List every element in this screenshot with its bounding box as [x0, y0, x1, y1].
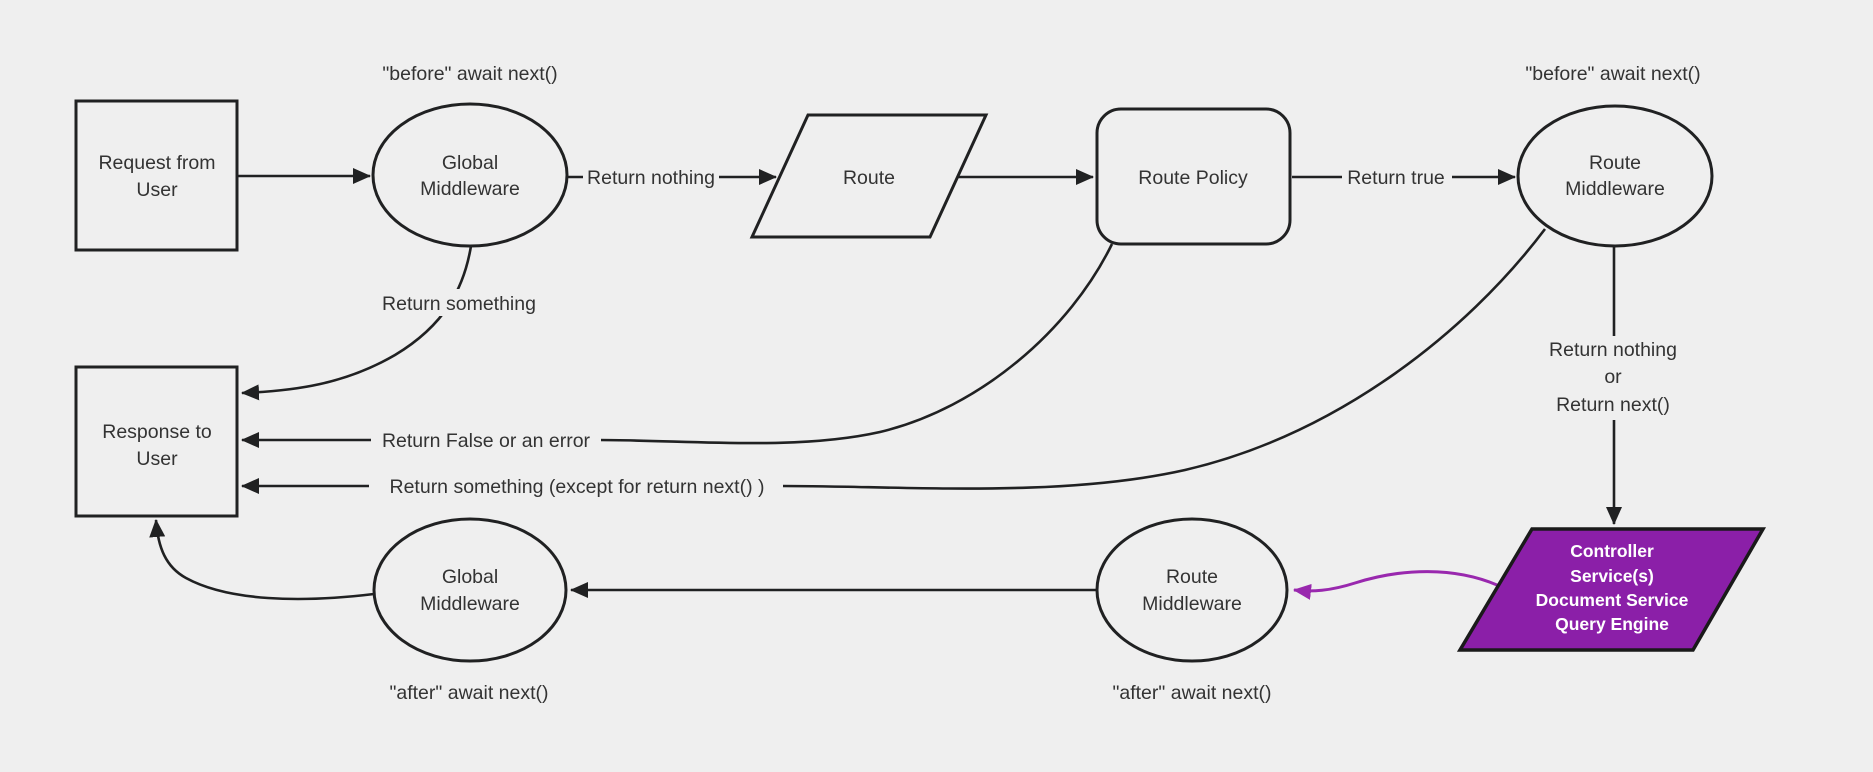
- edge-label-return-true: Return true: [1347, 167, 1445, 189]
- global-middleware-bottom-line2: Middleware: [420, 593, 520, 615]
- controller-line3: Document Service: [1536, 590, 1689, 610]
- node-global-middleware-bottom: Global Middleware: [372, 517, 568, 663]
- edge-label-return-false-error: Return False or an error: [382, 430, 591, 452]
- return-something-bg: [380, 289, 540, 316]
- edge-controller-to-routemw-bottom: [1293, 570, 1498, 600]
- global-middleware-bottom-line1: Global: [442, 566, 498, 588]
- node-response-to-user: Response to User: [74, 365, 239, 518]
- node-global-middleware-top: Global Middleware: [371, 102, 569, 248]
- controller-parallelogram: [1456, 527, 1767, 652]
- request-label-line1: Request from: [98, 152, 215, 174]
- controller-line2: Service(s): [1570, 566, 1654, 586]
- edge-labels: Return nothing Return true Return someth…: [369, 163, 1681, 499]
- return-nothing-or-bg: [1546, 336, 1681, 420]
- edge-label-return-something-except: Return something (except for return next…: [390, 476, 765, 498]
- response-label-line2: User: [136, 448, 178, 470]
- return-nothing-bg: [583, 163, 719, 190]
- route-middleware-bottom-line2: Middleware: [1142, 593, 1242, 615]
- node-route: Route: [749, 113, 989, 239]
- edge-label-return-nothing-or-line1: Return nothing: [1549, 339, 1677, 361]
- edges: [149, 168, 1622, 601]
- edge-globalmw-to-response: [149, 519, 375, 601]
- global-middleware-bottom-ellipse: [372, 517, 568, 663]
- edge-label-return-nothing-or-line3: Return next(): [1556, 394, 1670, 416]
- return-false-bg: [371, 426, 601, 453]
- edge-routemw-return-something-except: [241, 228, 1547, 494]
- annotation-before-route: "before" await next(): [1525, 63, 1700, 85]
- route-label: Route: [843, 167, 895, 189]
- route-middleware-top-ellipse: [1516, 104, 1714, 248]
- node-route-policy: Route Policy: [1095, 107, 1292, 246]
- route-middleware-bottom-ellipse: [1095, 517, 1289, 663]
- route-parallelogram: [749, 113, 989, 239]
- annotations: "before" await next() "before" await nex…: [382, 63, 1700, 704]
- node-controller-stack: Controller Service(s) Document Service Q…: [1456, 527, 1767, 652]
- route-middleware-bottom-line1: Route: [1166, 566, 1218, 588]
- controller-line1: Controller: [1570, 541, 1654, 561]
- controller-line4: Query Engine: [1555, 614, 1669, 634]
- request-box: [74, 99, 239, 252]
- route-middleware-top-line1: Route: [1589, 152, 1641, 174]
- annotation-after-global: "after" await next(): [389, 682, 548, 704]
- node-route-middleware-top: Route Middleware: [1516, 104, 1714, 248]
- return-true-bg: [1342, 163, 1452, 190]
- node-request-from-user: Request from User: [74, 99, 239, 252]
- route-policy-label: Route Policy: [1138, 167, 1248, 189]
- route-policy-box: [1095, 107, 1292, 246]
- edge-policy-return-false: [241, 243, 1114, 448]
- request-label-line2: User: [136, 179, 178, 201]
- node-route-middleware-bottom: Route Middleware: [1095, 517, 1289, 663]
- annotation-after-route: "after" await next(): [1112, 682, 1271, 704]
- route-middleware-top-line2: Middleware: [1565, 178, 1665, 200]
- edge-label-return-nothing-or-line2: or: [1604, 366, 1622, 388]
- global-middleware-top-line2: Middleware: [420, 178, 520, 200]
- edge-label-return-nothing: Return nothing: [587, 167, 715, 189]
- edge-label-return-something: Return something: [382, 293, 536, 315]
- return-something-except-bg: [369, 472, 783, 499]
- annotation-before-global: "before" await next(): [382, 63, 557, 85]
- response-label-line1: Response to: [102, 421, 212, 443]
- global-middleware-top-ellipse: [371, 102, 569, 248]
- global-middleware-top-line1: Global: [442, 152, 498, 174]
- edge-global-return-something: [241, 245, 473, 401]
- response-box: [74, 365, 239, 518]
